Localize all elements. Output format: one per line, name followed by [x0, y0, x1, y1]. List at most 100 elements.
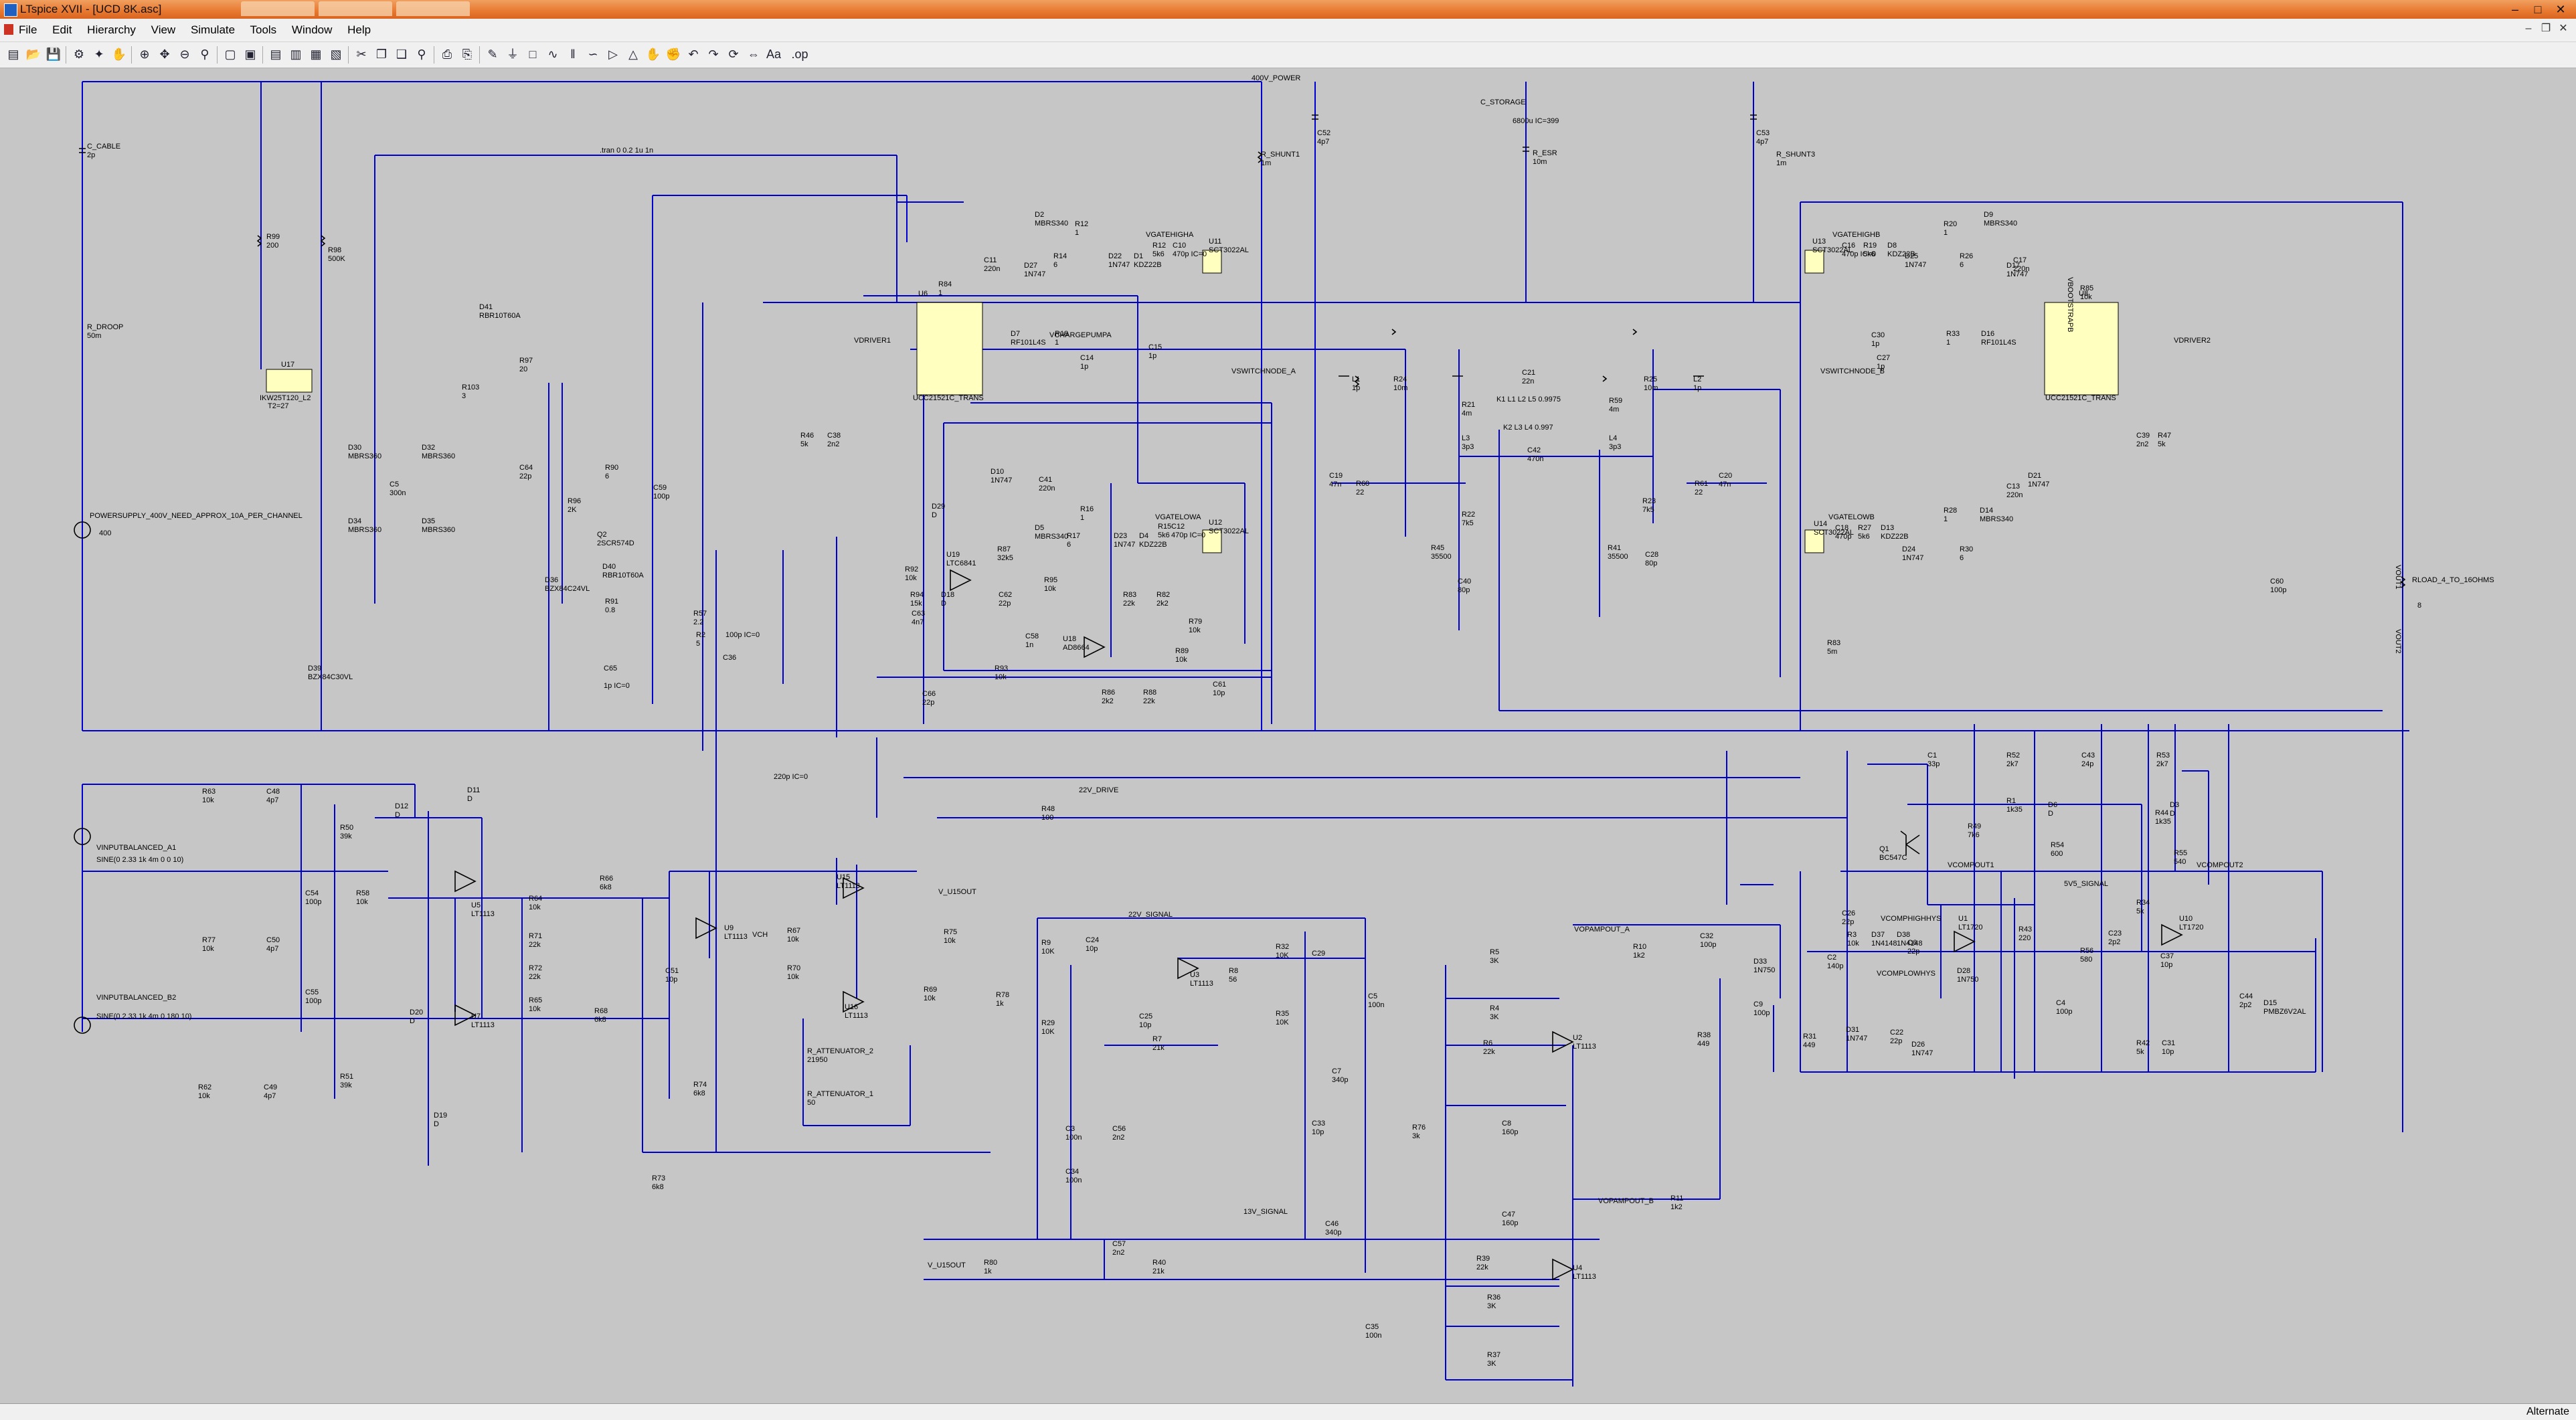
- menu-file[interactable]: File: [19, 23, 37, 36]
- component-r2[interactable]: R25: [696, 631, 705, 648]
- driver-ic-u8[interactable]: [2044, 302, 2119, 395]
- component-c65[interactable]: C65: [604, 664, 617, 673]
- component-u8[interactable]: U8: [2079, 290, 2088, 298]
- autoscale-icon[interactable]: ▢: [224, 48, 236, 61]
- component-d3[interactable]: D3D: [2170, 801, 2179, 818]
- inductor-icon[interactable]: ∽: [588, 48, 598, 61]
- ground-icon[interactable]: ⏚: [507, 48, 519, 61]
- draw-wire-icon[interactable]: ✎: [487, 48, 498, 61]
- document-icon[interactable]: [4, 24, 13, 35]
- doc-close-icon[interactable]: ✕: [2559, 23, 2568, 34]
- igbt-u17[interactable]: [266, 369, 313, 393]
- component-d6[interactable]: D6D: [2048, 801, 2057, 818]
- tile-horizontal-icon[interactable]: ▤: [270, 48, 282, 61]
- diode-icon[interactable]: ▷: [608, 48, 618, 61]
- menu-tools[interactable]: Tools: [250, 23, 277, 36]
- mosfet-u14[interactable]: [1804, 529, 1824, 553]
- schematic-drawing[interactable]: C_CABLE2pR_DROOP50mR99200R98500KU17D41RB…: [0, 68, 2576, 1403]
